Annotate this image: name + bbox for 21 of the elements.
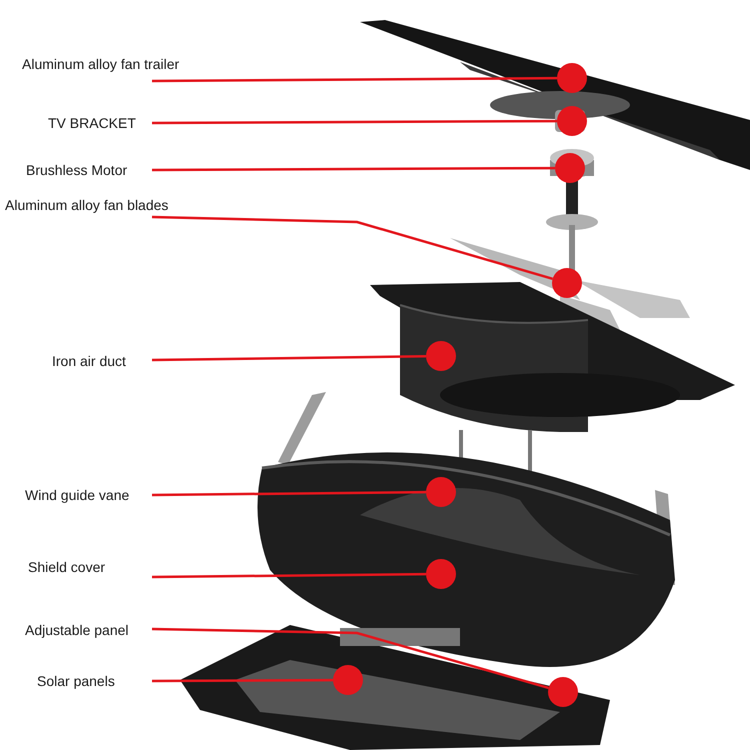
part-label: Adjustable panel (25, 621, 152, 639)
leader-line (152, 354, 426, 362)
callout-dot (557, 63, 587, 93)
leader-line (152, 166, 555, 172)
part-label: Aluminum alloy fan trailer (22, 55, 212, 81)
leader-line (152, 76, 558, 82)
leader-line (152, 216, 553, 280)
leader-line (152, 490, 426, 496)
part-label: Brushless Motor (26, 161, 152, 179)
part-label: Aluminum alloy fan blades (5, 196, 197, 217)
callout-dot (548, 677, 578, 707)
part-label: TV BRACKET (48, 114, 152, 132)
leader-line (152, 678, 333, 682)
part-label: Iron air duct (52, 352, 152, 370)
leader-line (152, 120, 557, 124)
callout-dot (552, 268, 582, 298)
part-label: Shield cover (28, 558, 152, 577)
part-label: Wind guide vane (25, 486, 152, 504)
leader-line (152, 572, 426, 578)
leader-line (152, 628, 549, 690)
part-label: Solar panels (37, 672, 152, 690)
